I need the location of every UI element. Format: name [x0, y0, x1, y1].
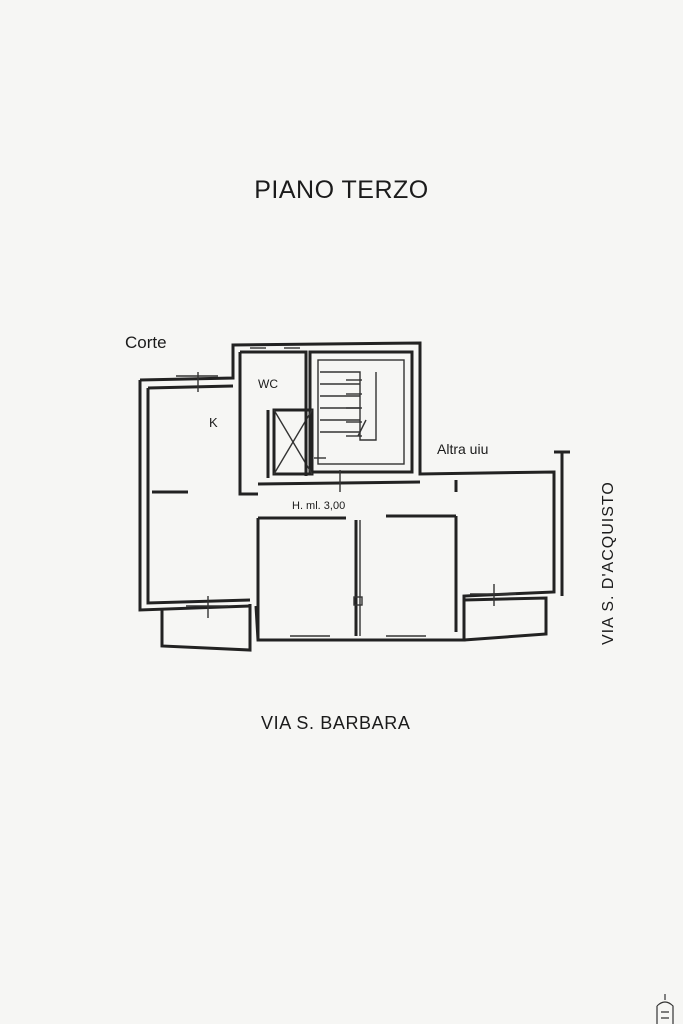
stamp-fragment-icon	[656, 994, 674, 1024]
kitchen-label: K	[209, 415, 218, 430]
other-unit-label: Altra uiu	[437, 441, 489, 457]
stair-core	[308, 350, 414, 474]
windows	[176, 347, 516, 637]
street-south-label: VIA S. BARBARA	[261, 713, 411, 733]
outer-walls	[138, 341, 570, 642]
ceiling-height-label: H. ml. 3,00	[292, 500, 346, 512]
street-east-label: VIA S. D'ACQUISTO	[600, 481, 617, 645]
wc-label: WC	[258, 377, 278, 391]
corte-label: Corte	[125, 333, 167, 352]
plan-title: PIANO TERZO	[254, 176, 429, 204]
balconies	[160, 596, 548, 652]
wc-walls	[238, 350, 308, 496]
interior-walls	[152, 480, 458, 640]
